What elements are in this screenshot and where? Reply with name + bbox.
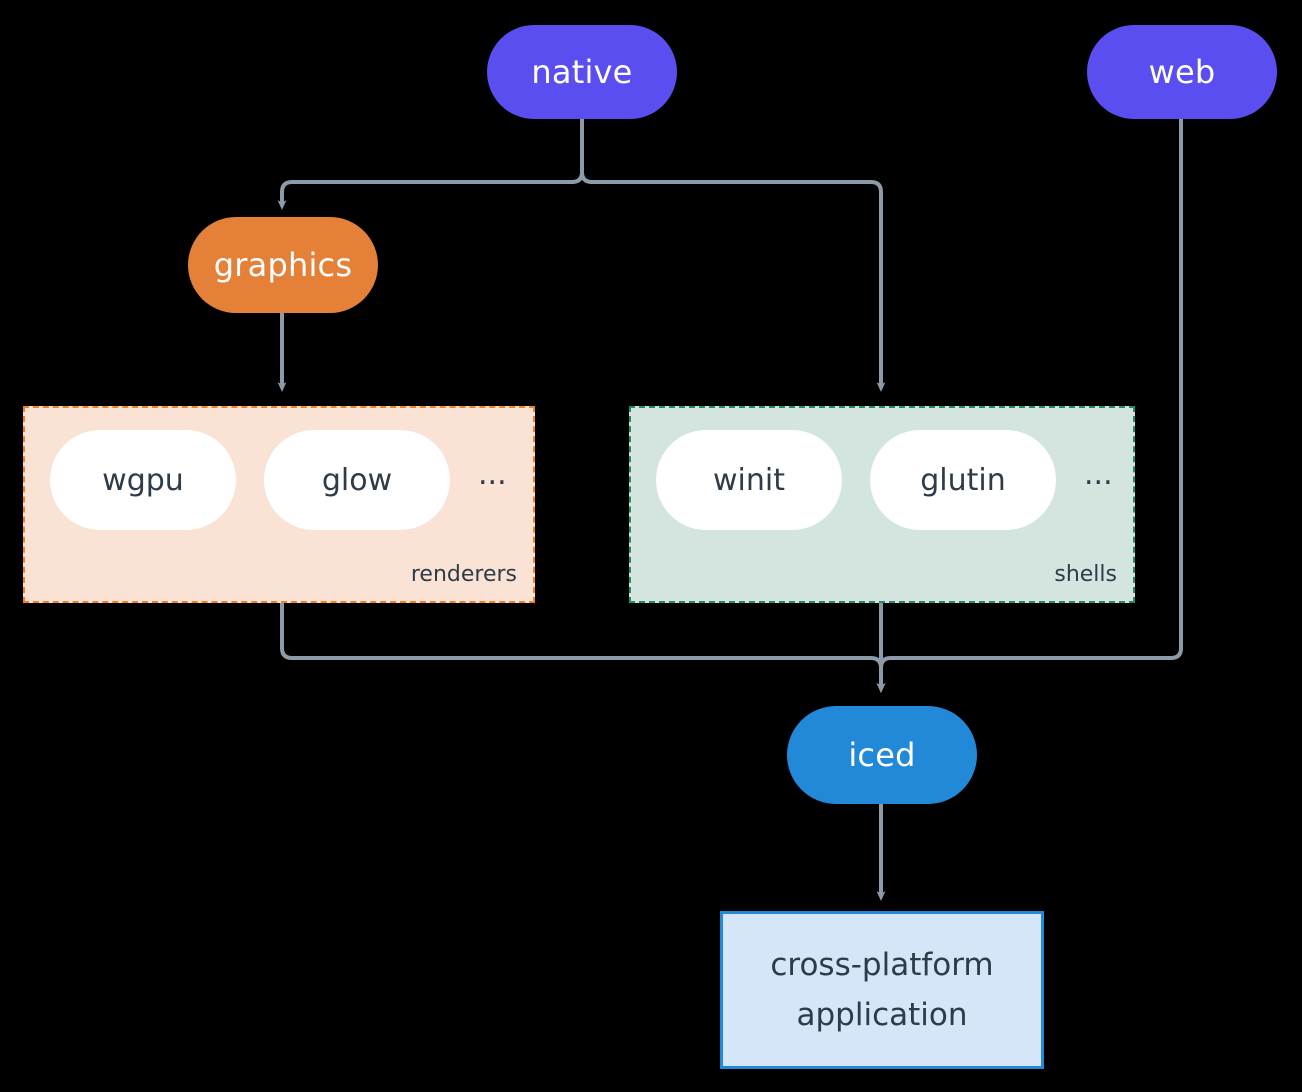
chip-glow[interactable]: glow [264, 430, 450, 530]
application-label-line2: application [796, 997, 968, 1033]
node-iced[interactable]: iced [787, 706, 977, 804]
group-renderers: wgpu glow ... renderers [23, 406, 535, 603]
node-web[interactable]: web [1087, 25, 1277, 119]
edge-renderers-to-iced [280, 603, 886, 693]
node-graphics[interactable]: graphics [188, 217, 378, 313]
application-label-line1: cross-platform [770, 946, 994, 983]
chip-winit[interactable]: winit [656, 430, 842, 530]
group-renderers-label: renderers [410, 562, 517, 587]
shells-overflow-ellipsis: ... [1084, 457, 1113, 492]
node-native-label: native [531, 53, 633, 91]
shells-chip-row: winit glutin ... [656, 430, 1113, 530]
renderers-overflow-ellipsis: ... [478, 457, 507, 492]
chip-glow-label: glow [321, 462, 393, 498]
chip-wgpu[interactable]: wgpu [50, 430, 236, 530]
renderers-chip-row: wgpu glow ... [50, 430, 507, 530]
chip-wgpu-label: wgpu [102, 462, 184, 498]
group-shells-label: shells [1054, 562, 1117, 587]
chip-glutin[interactable]: glutin [870, 430, 1056, 530]
group-shells: winit glutin ... shells [629, 406, 1135, 603]
edge-native-to-graphics [277, 119, 584, 210]
node-native[interactable]: native [487, 25, 677, 119]
edge-native-to-shells [580, 119, 886, 392]
chip-glutin-label: glutin [920, 462, 1006, 498]
node-graphics-label: graphics [213, 246, 353, 284]
node-iced-label: iced [848, 736, 916, 774]
chip-winit-label: winit [713, 462, 785, 498]
node-web-label: web [1148, 53, 1216, 91]
node-cross-platform-application[interactable]: cross-platform application [720, 911, 1044, 1069]
